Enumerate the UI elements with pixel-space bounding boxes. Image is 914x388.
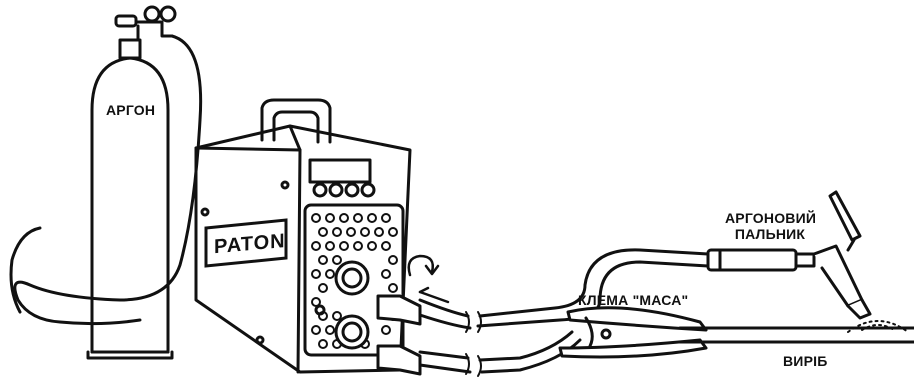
torch-label-line1: АРГОНОВИЙ <box>725 210 817 226</box>
ground-cable-outer <box>418 330 574 362</box>
gas-hose <box>13 34 203 326</box>
clamp-label: КЛЕМА "МАСА" <box>578 292 689 308</box>
rotation-arrow-icon <box>407 254 450 304</box>
cable-breaks <box>465 311 482 377</box>
workpiece-icon <box>678 326 914 344</box>
gas-cylinder-icon <box>86 38 174 360</box>
torch-cable-outer <box>418 248 710 318</box>
gas-label: АРГОН <box>106 102 156 118</box>
brand-plate: PATON <box>204 218 288 268</box>
torch-label: АРГОНОВИЙ ПАЛЬНИК <box>725 210 817 242</box>
torch-icon <box>706 190 872 320</box>
output-sockets <box>334 260 370 350</box>
ground-clamp-icon <box>558 306 708 359</box>
regulator-icon <box>114 5 177 42</box>
ground-cable <box>418 338 582 374</box>
workpiece-label: ВИРІБ <box>783 353 828 369</box>
mains-cable <box>9 226 42 314</box>
connector-plugs <box>376 294 422 376</box>
torch-label-line2: ПАЛЬНИК <box>734 226 806 242</box>
